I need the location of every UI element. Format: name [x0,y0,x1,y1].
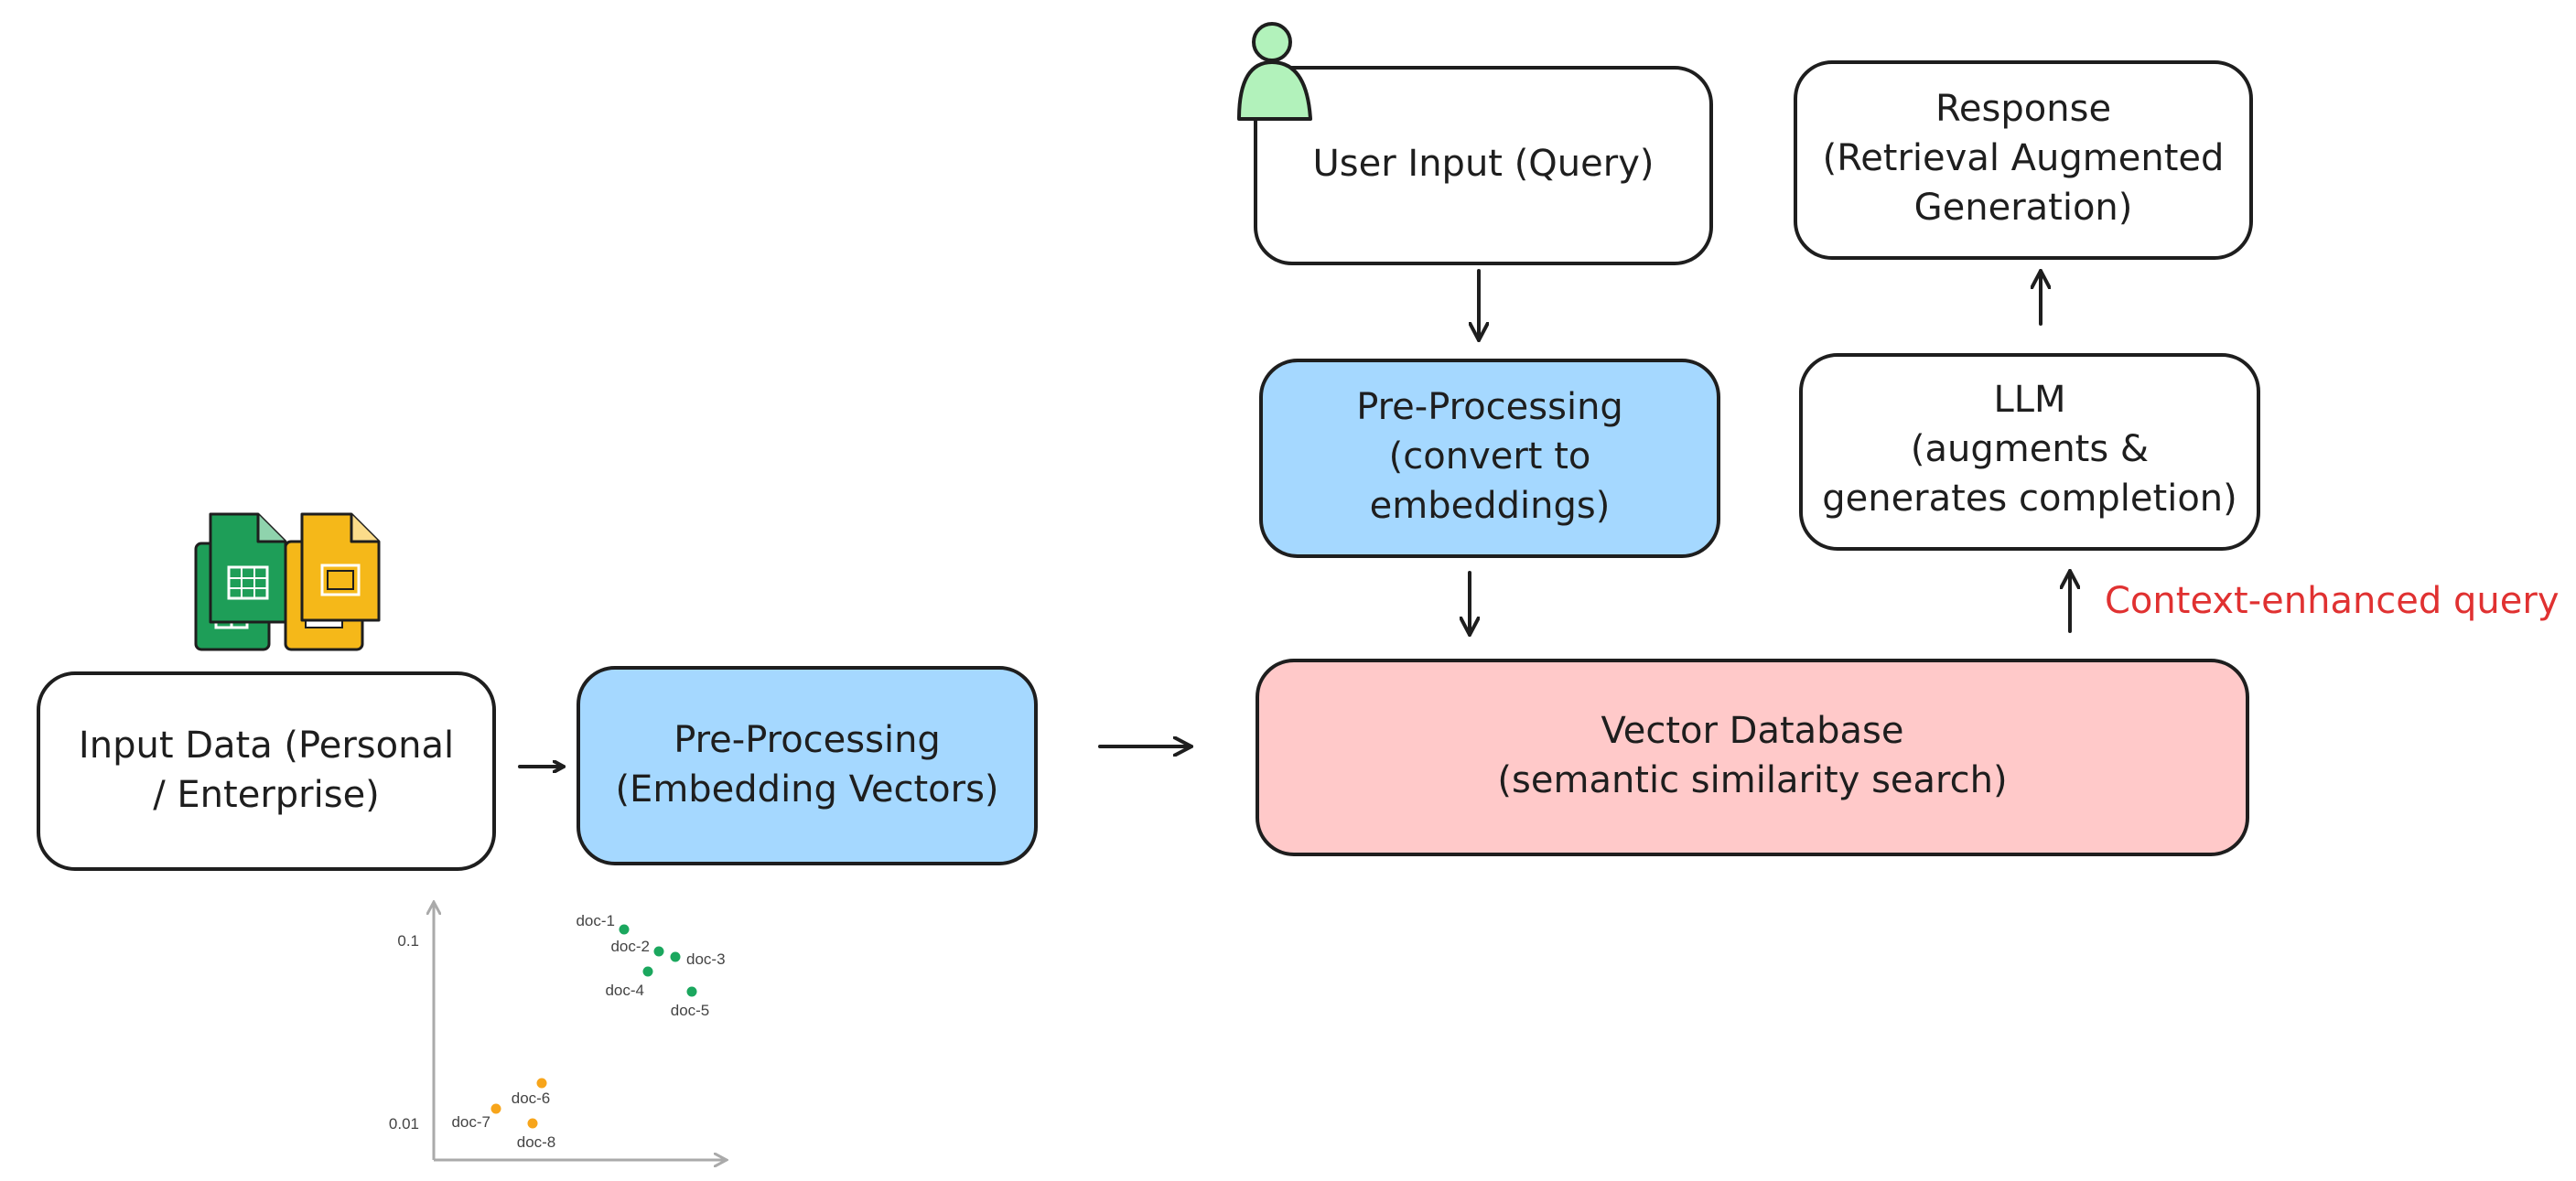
scatter-point-doc-3 [670,951,681,962]
preprocess-embedding-box[interactable]: Pre-Processing (Embedding Vectors) [577,666,1038,865]
spreadsheet-icon [194,512,287,651]
y-tick-label-0: 0.1 [397,932,419,950]
response-label-3: Generation) [1914,187,2133,229]
input-data-label-1: Input Data (Personal [79,725,454,767]
scatter-point-doc-5 [686,986,697,997]
scatter-label-doc-8: doc-8 [517,1133,556,1151]
slides-icon [284,512,381,651]
scatter-label-doc-4: doc-4 [605,982,644,999]
y-tick-label-1: 0.01 [389,1115,419,1133]
preprocess-query-box[interactable]: Pre-Processing (convert to embeddings) [1259,359,1720,558]
scatter-point-doc-2 [653,946,664,957]
user-icon [1237,22,1312,121]
response-label-1: Response [1935,88,2111,130]
user-input-label: User Input (Query) [1313,143,1654,185]
preprocess-query-label-2: (convert to [1389,435,1591,478]
input-data-box[interactable]: Input Data (Personal / Enterprise) [37,671,496,871]
user-input-box[interactable]: User Input (Query) [1254,66,1713,265]
scatter-point-doc-8 [527,1118,538,1129]
preprocess-query-label-3: embeddings) [1370,485,1611,527]
scatter-label-doc-7: doc-7 [451,1113,490,1131]
scatter-point-doc-7 [490,1103,501,1114]
context-enhanced-query-label: Context-enhanced query [2105,580,2559,622]
preprocess-embedding-label-1: Pre-Processing [674,719,941,761]
scatter-label-doc-5: doc-5 [671,1002,710,1019]
scatter-point-doc-1 [619,924,630,935]
llm-label-2: (augments & [1911,428,2149,470]
vector-database-box[interactable]: Vector Database (semantic similarity sea… [1256,659,2249,856]
scatter-point-doc-6 [536,1078,547,1089]
preprocess-query-label-1: Pre-Processing [1356,386,1623,428]
vector-database-label-2: (semantic similarity search) [1497,759,2007,801]
response-box[interactable]: Response (Retrieval Augmented Generation… [1794,60,2253,260]
llm-label-1: LLM [1993,379,2065,421]
preprocess-embedding-label-2: (Embedding Vectors) [615,768,998,811]
scatter-point-doc-4 [642,966,653,977]
response-label-2: (Retrieval Augmented [1823,137,2225,179]
scatter-label-doc-3: doc-3 [686,950,726,968]
vector-database-label-1: Vector Database [1601,710,1903,752]
embedding-scatter-chart: 0.1 0.01 doc-1 doc-2 doc-3 doc-4 doc-5 doc-6 d… [389,902,727,1160]
input-data-label-2: / Enterprise) [153,774,380,816]
llm-label-3: generates completion) [1822,478,2237,520]
llm-box[interactable]: LLM (augments & generates completion) [1799,353,2260,551]
scatter-label-doc-2: doc-2 [610,938,650,955]
scatter-label-doc-6: doc-6 [512,1090,551,1107]
scatter-label-doc-1: doc-1 [576,912,615,929]
